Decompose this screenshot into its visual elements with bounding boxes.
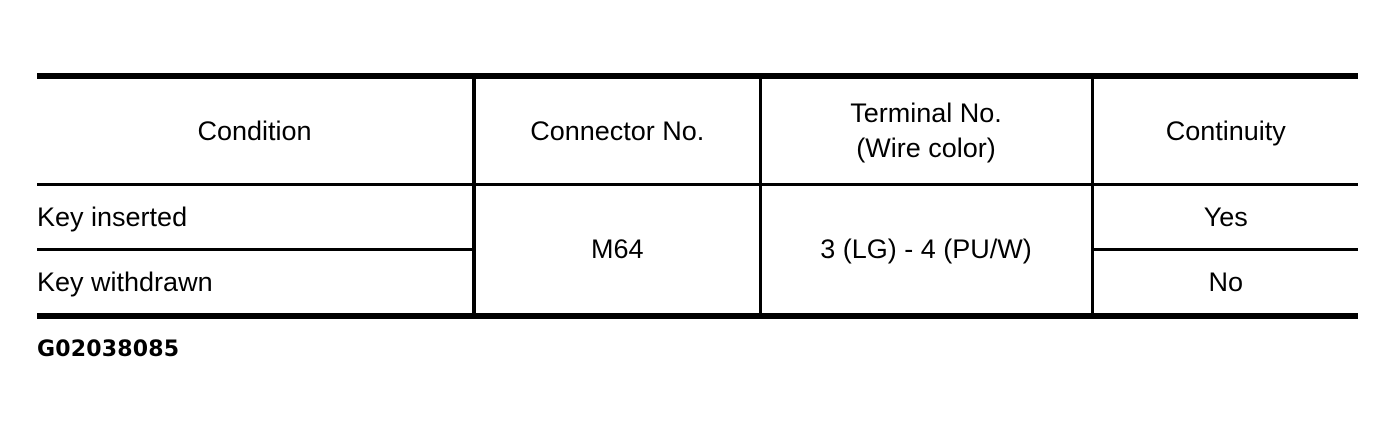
continuity-spec-table: Condition Connector No. Terminal No. (Wi…: [37, 73, 1358, 319]
column-header-condition-label: Condition: [197, 115, 312, 146]
column-header-terminal-no: Terminal No. (Wire color): [758, 76, 1092, 186]
column-header-continuity-label: Continuity: [1165, 115, 1286, 146]
column-header-condition: Condition: [37, 76, 474, 186]
column-header-continuity: Continuity: [1090, 76, 1358, 186]
cell-terminal-no-merged: 3 (LG) - 4 (PU/W): [758, 184, 1092, 316]
cell-condition-key-inserted: Key inserted: [37, 184, 474, 251]
column-header-connector-no-label: Connector No.: [530, 115, 705, 146]
figure-caption: G02038085: [37, 337, 180, 362]
cell-continuity-yes: Yes: [1090, 184, 1358, 251]
cell-continuity-no: No: [1090, 249, 1358, 316]
table-header-row: Condition Connector No. Terminal No. (Wi…: [37, 76, 1358, 186]
table-row: Key inserted M64 3 (LG) - 4 (PU/W) Yes: [37, 184, 1358, 316]
column-header-terminal-no-label: Terminal No.: [850, 98, 1002, 129]
table-row: Key withdrawn No: [37, 249, 1358, 316]
column-header-connector-no: Connector No.: [472, 76, 760, 186]
cell-connector-no-merged: M64: [472, 184, 760, 316]
cell-condition-key-withdrawn: Key withdrawn: [37, 249, 474, 316]
column-header-terminal-no-sublabel: (Wire color): [856, 133, 996, 163]
